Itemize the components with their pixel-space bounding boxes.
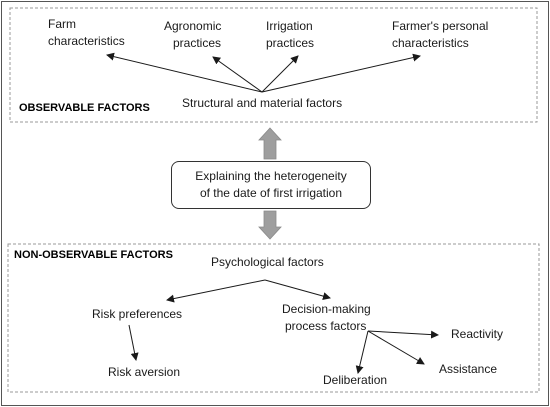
agronomic-practices-line1: Agronomic — [164, 19, 222, 33]
arrow-to-farm-characteristics — [106, 52, 263, 93]
risk-aversion: Risk aversion — [108, 365, 181, 379]
farmers-personal-characteristics-line2: characteristics — [392, 36, 469, 50]
assistance: Assistance — [439, 362, 498, 376]
arrow-to-decision-making — [264, 279, 331, 300]
down-block-arrow — [258, 210, 282, 240]
arrow-to-deliberation — [355, 330, 369, 374]
farm-characteristics-line1: Farm — [48, 17, 76, 31]
irrigation-practices-line2: practices — [266, 36, 315, 50]
central-question-line1: Explaining the heterogeneity — [195, 169, 347, 183]
structural-material-factors: Structural and material factors — [182, 96, 343, 110]
observable-group-box — [9, 7, 538, 123]
reactivity: Reactivity — [451, 327, 504, 341]
arrow-to-risk-aversion — [128, 324, 139, 361]
non-observable-factors-header: NON-OBSERVABLE FACTORS — [14, 249, 173, 261]
agronomic-practices-line2: practices — [173, 36, 222, 50]
deliberation: Deliberation — [323, 373, 388, 387]
non-observable-group-box — [7, 243, 540, 393]
observable-factors-header: OBSERVABLE FACTORS — [19, 102, 150, 114]
central-question-box: Explaining the heterogeneity of the date… — [171, 161, 371, 209]
arrow-to-risk-preferences — [166, 279, 266, 303]
arrow-to-assistance — [367, 330, 425, 365]
central-question-line2: of the date of first irrigation — [199, 186, 343, 200]
psychological-factors: Psychological factors — [211, 255, 324, 269]
arrow-to-farmers-personal-characteristics — [261, 53, 421, 93]
arrow-to-irrigation-practices — [261, 55, 299, 93]
risk-preferences: Risk preferences — [92, 307, 183, 321]
farm-characteristics-line2: characteristics — [48, 34, 125, 48]
arrow-to-agronomic-practices — [212, 56, 263, 93]
decision-making-line2: process factors — [285, 319, 367, 333]
irrigation-practices-line1: Irrigation — [266, 19, 313, 33]
up-block-arrow — [258, 127, 282, 160]
farmers-personal-characteristics-line1: Farmer's personal — [392, 19, 489, 33]
decision-making-line1: Decision-making — [282, 302, 371, 316]
arrow-to-reactivity — [367, 330, 439, 339]
